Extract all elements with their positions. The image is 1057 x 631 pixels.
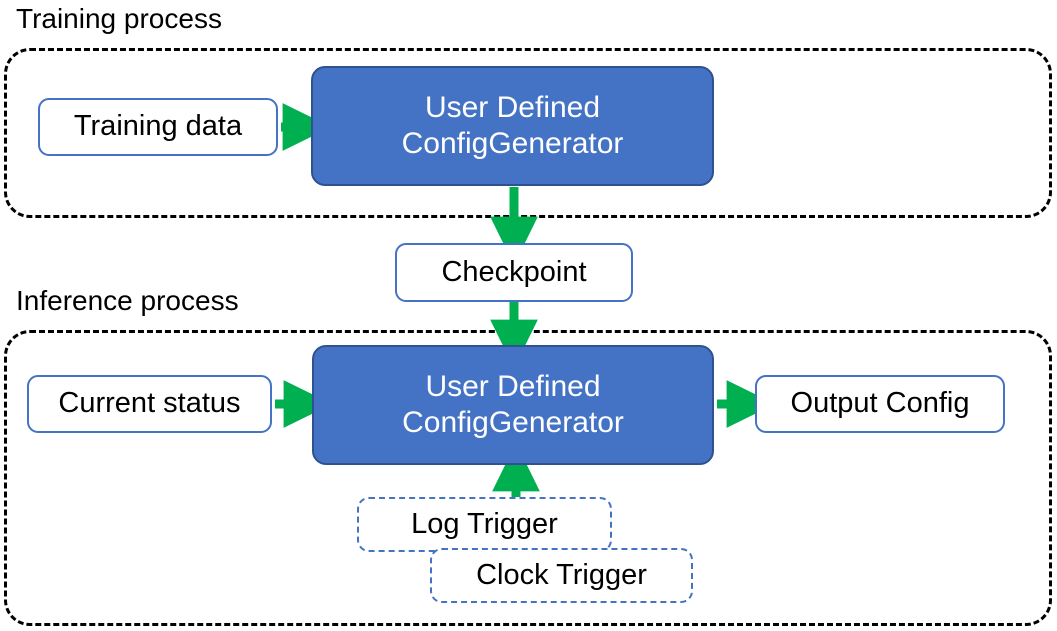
node-training-data-label: Training data bbox=[73, 110, 243, 143]
node-output-config-label: Output Config bbox=[790, 387, 970, 420]
node-checkpoint[interactable]: Checkpoint bbox=[395, 243, 633, 302]
node-current-status-label: Current status bbox=[58, 387, 241, 420]
node-inference-config-generator-line1: User Defined bbox=[425, 370, 601, 403]
inference-process-label: Inference process bbox=[16, 285, 239, 316]
node-training-config-generator-line2: ConfigGenerator bbox=[401, 127, 624, 160]
node-training-config-generator-line1: User Defined bbox=[424, 91, 601, 124]
training-process-label: Training process bbox=[16, 3, 222, 34]
node-log-trigger[interactable]: Log Trigger bbox=[357, 497, 612, 552]
node-output-config[interactable]: Output Config bbox=[755, 375, 1005, 433]
node-clock-trigger-label: Clock Trigger bbox=[476, 559, 647, 591]
node-log-trigger-label: Log Trigger bbox=[411, 508, 558, 540]
training-process-container bbox=[4, 48, 1052, 218]
node-inference-config-generator[interactable]: User Defined ConfigGenerator bbox=[312, 345, 714, 465]
node-current-status[interactable]: Current status bbox=[27, 375, 272, 433]
node-clock-trigger[interactable]: Clock Trigger bbox=[430, 548, 693, 603]
node-inference-config-generator-line2: ConfigGenerator bbox=[402, 406, 624, 439]
node-checkpoint-label: Checkpoint bbox=[441, 255, 587, 288]
node-training-data[interactable]: Training data bbox=[38, 98, 278, 156]
node-training-config-generator[interactable]: User Defined ConfigGenerator bbox=[311, 66, 714, 186]
